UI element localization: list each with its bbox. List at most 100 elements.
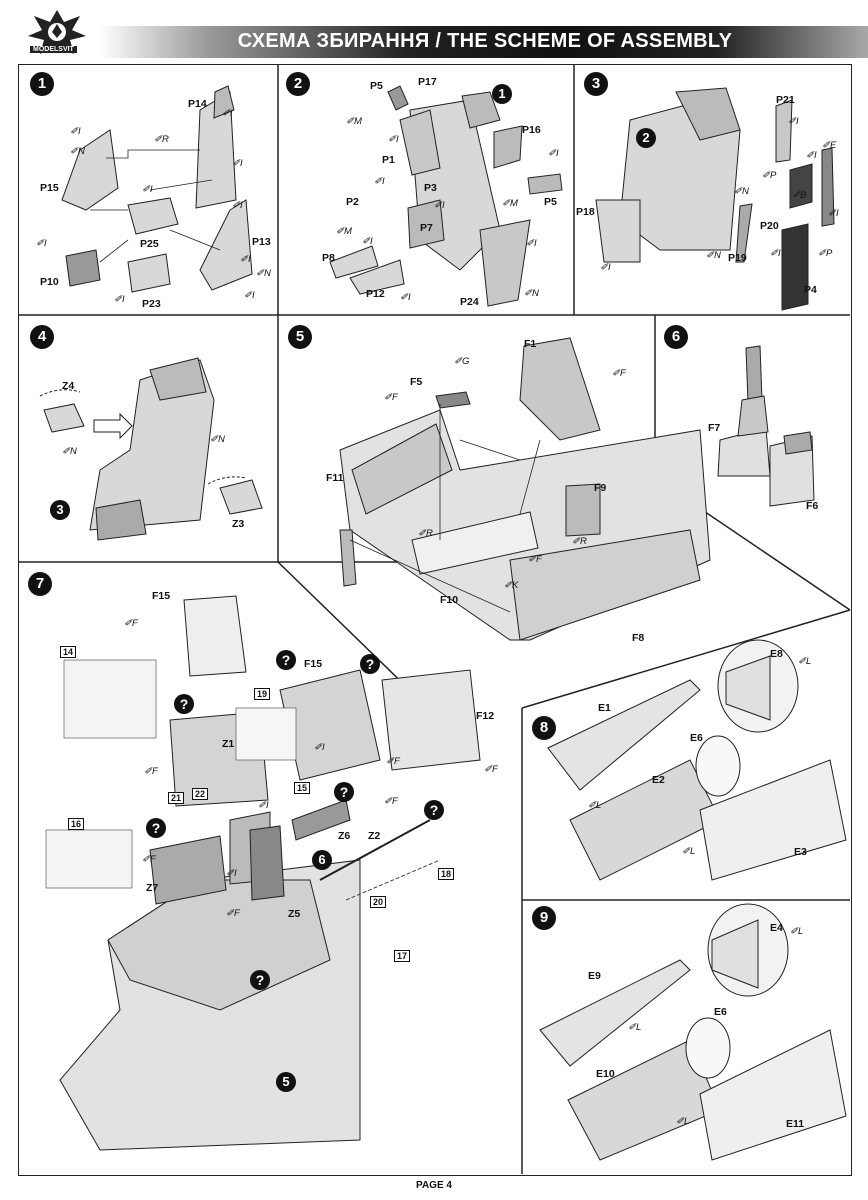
part-label: P24 bbox=[460, 296, 479, 308]
part-label: E2 bbox=[652, 774, 665, 786]
part-label: P5 bbox=[544, 196, 557, 208]
part-label: F8 bbox=[632, 632, 645, 644]
part-label: P18 bbox=[576, 206, 595, 218]
glue-code: ✐N bbox=[210, 434, 225, 445]
part-label: Z3 bbox=[232, 518, 245, 530]
part-label: P13 bbox=[252, 236, 271, 248]
part-label: P25 bbox=[140, 238, 159, 250]
step-1-badge: 1 bbox=[30, 72, 54, 96]
glue-code: ✐I bbox=[226, 868, 237, 879]
glue-code: ✐B bbox=[792, 190, 807, 201]
decal-number-box: 19 bbox=[254, 688, 271, 700]
glue-code: ✐L bbox=[790, 926, 804, 937]
page-number: PAGE 4 bbox=[416, 1180, 452, 1191]
glue-code: ✐I bbox=[70, 126, 81, 137]
part-label: F12 bbox=[476, 710, 495, 722]
logo-text: MODELSVIT bbox=[30, 46, 77, 53]
part-label: E11 bbox=[786, 1118, 805, 1130]
glue-code: ✐P bbox=[818, 248, 833, 259]
glue-code: ✐I bbox=[240, 254, 251, 265]
glue-code: ✐F bbox=[528, 554, 542, 565]
decal-number-box: 15 bbox=[294, 782, 311, 794]
step-5-badge: 5 bbox=[288, 325, 312, 349]
part-label: P21 bbox=[776, 94, 795, 106]
part-label: F10 bbox=[440, 594, 459, 606]
glue-code: ✐I bbox=[374, 176, 385, 187]
glue-code: ✐I bbox=[788, 116, 799, 127]
glue-code: ✐L bbox=[588, 800, 602, 811]
part-label: P7 bbox=[420, 222, 433, 234]
glue-code: ✐I bbox=[244, 290, 255, 301]
part-label: P14 bbox=[188, 98, 207, 110]
glue-code: ✐I bbox=[434, 200, 445, 211]
glue-code: ✐I bbox=[526, 238, 537, 249]
glue-code: ✐M bbox=[346, 116, 362, 127]
part-label: E3 bbox=[794, 846, 807, 858]
step-reference-badge: 5 bbox=[276, 1072, 296, 1092]
part-label: P1 bbox=[382, 154, 395, 166]
glue-code: ✐N bbox=[70, 146, 85, 157]
glue-code: ✐N bbox=[62, 446, 77, 457]
step-reference-badge: 3 bbox=[50, 500, 70, 520]
part-label: F5 bbox=[410, 376, 423, 388]
question-mark-icon: ? bbox=[146, 818, 166, 838]
page-title: СХЕМА ЗБИРАННЯ / THE SCHEME OF ASSEMBLY bbox=[237, 30, 733, 52]
part-label: E6 bbox=[690, 732, 703, 744]
part-label: P15 bbox=[40, 182, 59, 194]
step-reference-badge: 6 bbox=[312, 850, 332, 870]
glue-code: ✐I bbox=[232, 200, 243, 211]
step-4-badge: 4 bbox=[30, 325, 54, 349]
part-label: P2 bbox=[346, 196, 359, 208]
part-label: P5 bbox=[370, 80, 383, 92]
glue-code: ✐L bbox=[682, 846, 696, 857]
part-label: P10 bbox=[40, 276, 59, 288]
glue-code: ✐I bbox=[770, 248, 781, 259]
decal-number-box: 20 bbox=[370, 896, 387, 908]
part-label: E9 bbox=[588, 970, 601, 982]
question-mark-icon: ? bbox=[174, 694, 194, 714]
part-label: Z6 bbox=[338, 830, 351, 842]
question-mark-icon: ? bbox=[334, 782, 354, 802]
step-8-badge: 8 bbox=[532, 716, 556, 740]
part-label: P17 bbox=[418, 76, 437, 88]
part-label: Z1 bbox=[222, 738, 235, 750]
part-label: F6 bbox=[806, 500, 819, 512]
part-label: P16 bbox=[522, 124, 541, 136]
decal-number-box: 14 bbox=[60, 646, 77, 658]
glue-code: ✐G bbox=[454, 356, 470, 367]
part-label: E4 bbox=[770, 922, 783, 934]
step-2-badge: 2 bbox=[286, 72, 310, 96]
question-mark-icon: ? bbox=[276, 650, 296, 670]
decal-number-box: 17 bbox=[394, 950, 411, 962]
glue-code: ✐I bbox=[388, 134, 399, 145]
step-6-badge: 6 bbox=[664, 325, 688, 349]
part-label: E6 bbox=[714, 1006, 727, 1018]
step-3-badge: 3 bbox=[584, 72, 608, 96]
part-label: F9 bbox=[594, 482, 607, 494]
step-9-badge: 9 bbox=[532, 906, 556, 930]
glue-code: ✐M bbox=[502, 198, 518, 209]
step-reference-badge: 1 bbox=[492, 84, 512, 104]
glue-code: ✐M bbox=[336, 226, 352, 237]
part-label: P20 bbox=[760, 220, 779, 232]
decal-number-box: 22 bbox=[192, 788, 209, 800]
part-label: P12 bbox=[366, 288, 385, 300]
glue-code: ✐L bbox=[628, 1022, 642, 1033]
part-label: E8 bbox=[770, 648, 783, 660]
glue-code: ✐I bbox=[400, 292, 411, 303]
glue-code: ✐I bbox=[806, 150, 817, 161]
modelsvit-logo: MODELSVIT bbox=[24, 8, 90, 58]
glue-code: ✐F bbox=[144, 766, 158, 777]
glue-code: ✐R bbox=[572, 536, 587, 547]
glue-code: ✐L bbox=[798, 656, 812, 667]
header: MODELSVIT СХЕМА ЗБИРАННЯ / THE SCHEME OF… bbox=[20, 8, 868, 58]
glue-code: ✐F bbox=[384, 796, 398, 807]
part-label: P23 bbox=[142, 298, 161, 310]
glue-code: ✐R bbox=[154, 134, 169, 145]
glue-code: ✐F bbox=[384, 392, 398, 403]
decal-number-box: 16 bbox=[68, 818, 85, 830]
glue-code: ✐I bbox=[362, 236, 373, 247]
part-label: P8 bbox=[322, 252, 335, 264]
glue-code: ✐I bbox=[36, 238, 47, 249]
